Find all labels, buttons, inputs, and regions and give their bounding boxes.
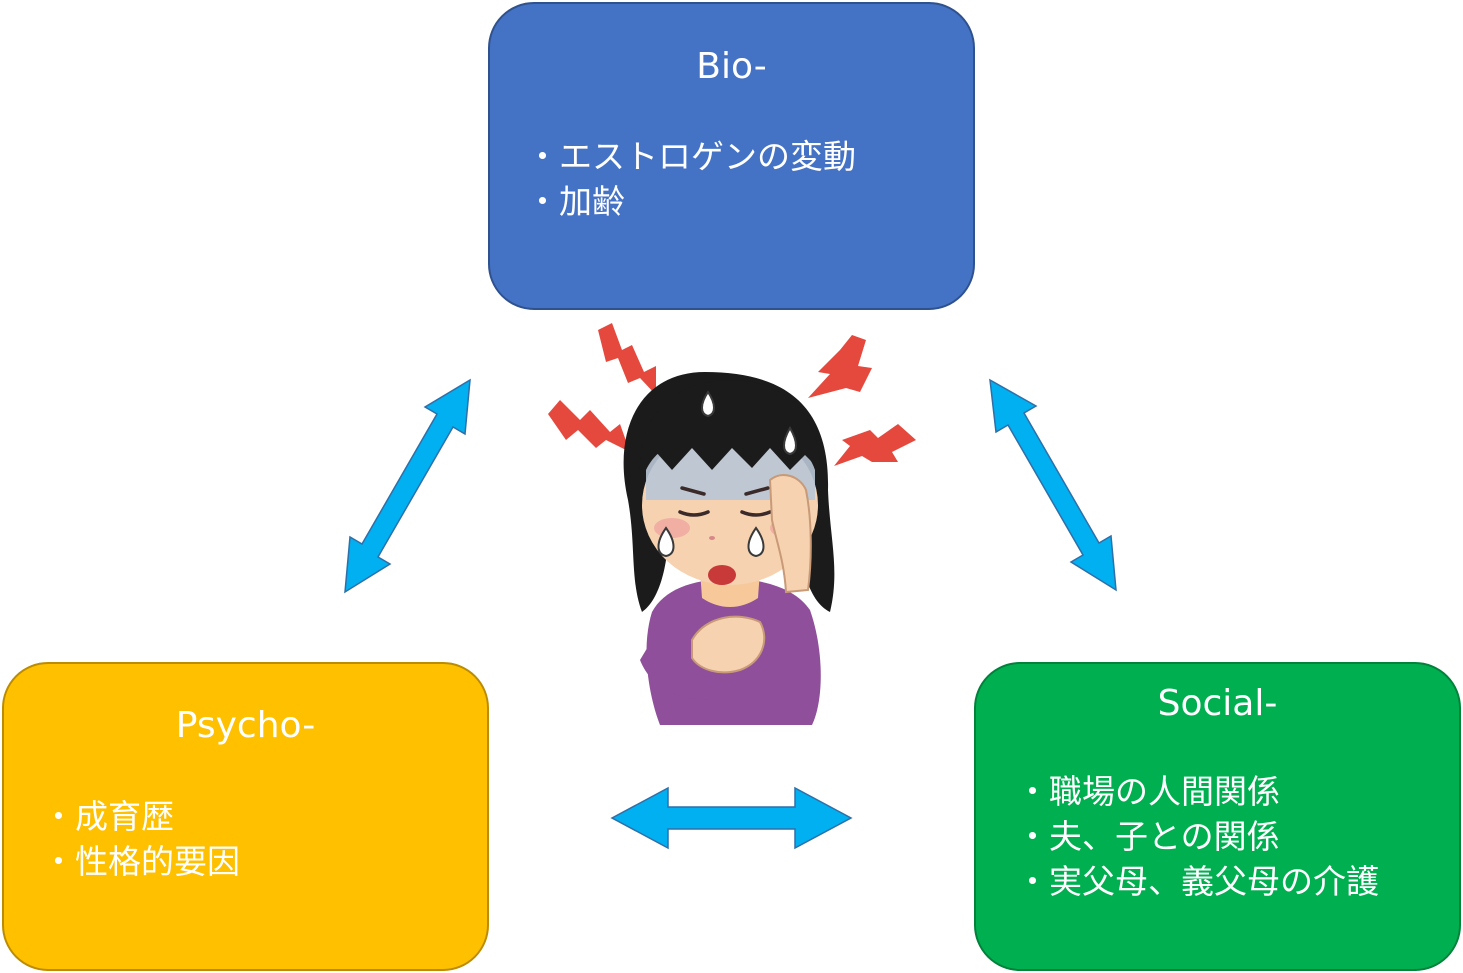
double-arrow-bio-psycho <box>344 378 471 594</box>
woman-with-headache-illustration <box>548 323 916 725</box>
psycho-factor-list: 成育歴 性格的要因 <box>42 794 240 884</box>
psycho-title: Psycho- <box>175 705 316 746</box>
psycho-factor-item: 性格的要因 <box>42 839 240 884</box>
bio-factor-item: 加齢 <box>526 179 856 224</box>
double-arrow-bio-social <box>989 378 1117 592</box>
bio-factor-list: エストロゲンの変動 加齢 <box>526 134 856 224</box>
sweat-drop-icon <box>747 526 765 558</box>
social-factor-item: 夫、子との関係 <box>1016 814 1379 859</box>
pain-mark-icon <box>548 400 630 452</box>
social-box: Social- 職場の人間関係 夫、子との関係 実父母、義父母の介護 <box>974 662 1461 971</box>
sweat-drop-icon <box>701 390 715 418</box>
sweat-drop-icon <box>783 425 797 456</box>
social-factor-list: 職場の人間関係 夫、子との関係 実父母、義父母の介護 <box>1016 769 1379 904</box>
social-factor-item: 実父母、義父母の介護 <box>1016 859 1379 904</box>
psycho-factor-item: 成育歴 <box>42 794 240 839</box>
bio-title: Bio- <box>696 46 767 87</box>
pain-mark-icon <box>834 424 916 466</box>
bio-box: Bio- エストロゲンの変動 加齢 <box>488 2 975 310</box>
social-factor-item: 職場の人間関係 <box>1016 769 1379 814</box>
double-arrow-psycho-social <box>610 786 853 850</box>
bio-factor-item: エストロゲンの変動 <box>526 134 856 179</box>
pain-mark-icon <box>598 323 656 395</box>
social-title: Social- <box>1157 683 1278 724</box>
psycho-box: Psycho- 成育歴 性格的要因 <box>2 662 489 971</box>
pain-mark-icon <box>808 335 872 398</box>
sweat-drop-icon <box>657 526 675 558</box>
